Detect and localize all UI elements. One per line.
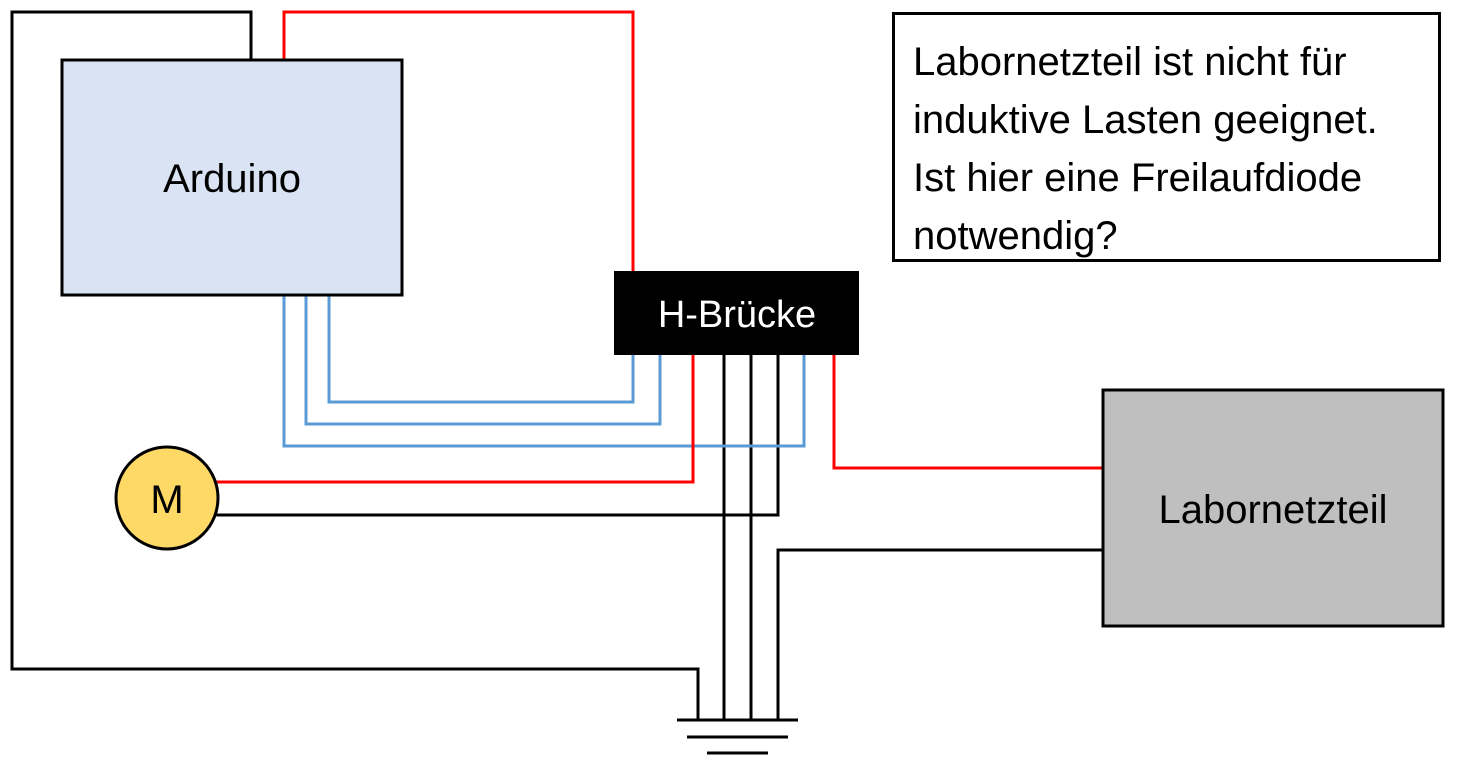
motor-ground-wire bbox=[216, 352, 780, 517]
arduino-vcc-wire bbox=[282, 10, 635, 273]
psu-ground-wire bbox=[776, 548, 1106, 722]
signal-wires bbox=[282, 293, 806, 448]
note-line-2: induktive Lasten geeignet. bbox=[913, 98, 1378, 142]
motor-label: M bbox=[150, 478, 183, 522]
motor-power-wire bbox=[216, 352, 695, 484]
ground-wires bbox=[10, 10, 1106, 722]
h-bridge-label: H-Brücke bbox=[658, 294, 816, 336]
power-supply-block: Labornetzteil bbox=[1101, 388, 1445, 628]
motor-symbol: M bbox=[114, 445, 220, 551]
psu-power-wire bbox=[832, 352, 1106, 470]
arduino-block: Arduino bbox=[60, 58, 404, 297]
note-line-3: Ist hier eine Freilaufdiode bbox=[913, 156, 1363, 200]
arduino-label: Arduino bbox=[163, 157, 301, 201]
arduino-ground-wire bbox=[10, 10, 700, 722]
question-note: Labornetzteil ist nicht für induktive La… bbox=[892, 12, 1441, 262]
signal-wire-2 bbox=[304, 293, 662, 426]
power-supply-label: Labornetzteil bbox=[1158, 488, 1387, 532]
signal-wire-3 bbox=[282, 293, 806, 448]
ground-symbol bbox=[677, 718, 798, 755]
h-bridge-block: H-Brücke bbox=[614, 271, 859, 355]
note-line-1: Labornetzteil ist nicht für bbox=[913, 40, 1347, 84]
signal-wire-1 bbox=[327, 293, 635, 404]
power-wires bbox=[216, 10, 1106, 484]
note-line-4: notwendig? bbox=[913, 214, 1118, 258]
